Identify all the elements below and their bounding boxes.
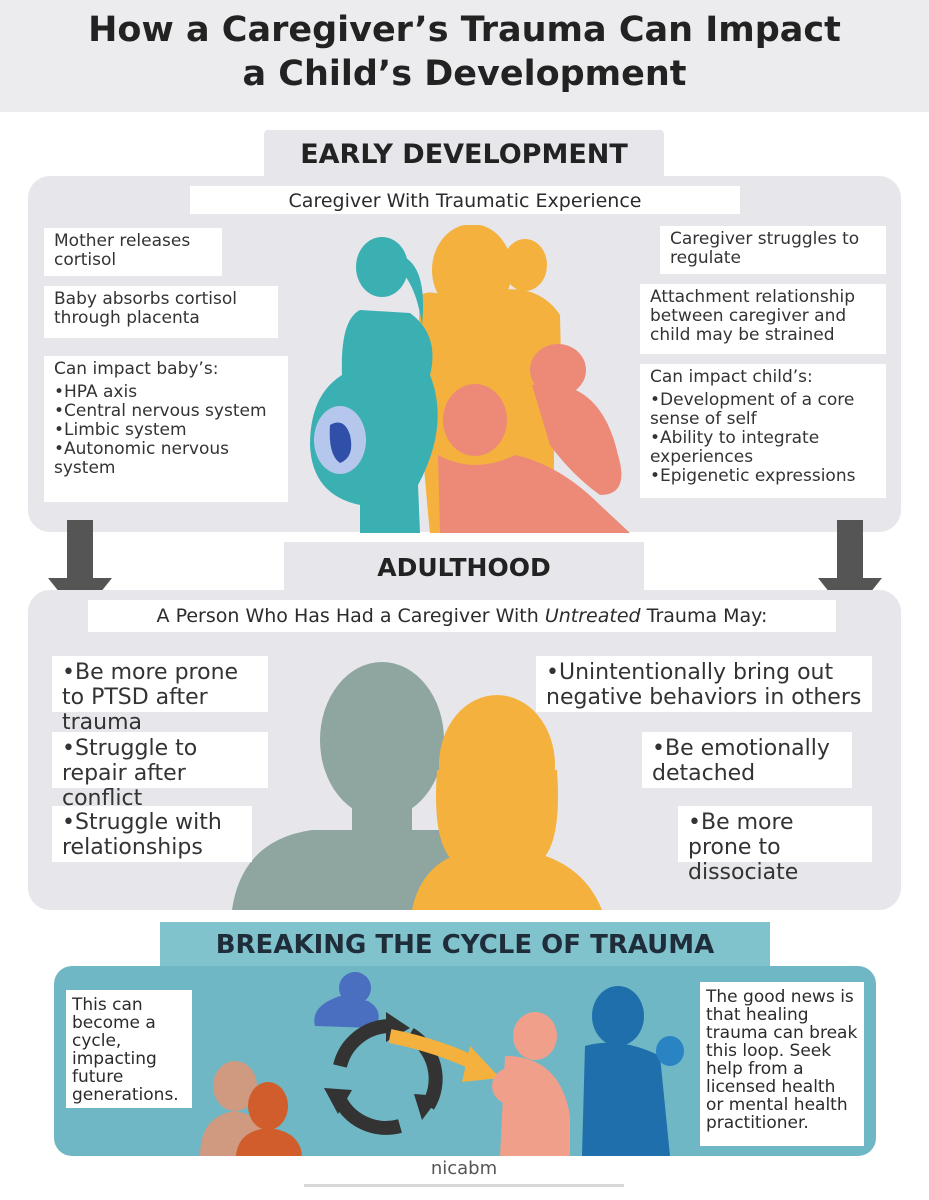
copyright-fine-print (264, 1182, 664, 1192)
baby-crawling-silhouette (314, 972, 379, 1028)
list-item: •Development of a core sense of self (650, 390, 855, 429)
adulthood-subheading-pre: A Person Who Has Had a Caregiver With (156, 605, 545, 627)
adult-right-box-2: •Be emotionally detached (642, 732, 852, 788)
title-line-1: How a Caregiver’s Trauma Can Impact (88, 10, 841, 50)
orange-woman-adult-silhouette (412, 695, 602, 910)
list-item: •Limbic system (54, 420, 187, 440)
early-left-box-3-title: Can impact baby’s: (54, 359, 219, 379)
fine-print-graphic (304, 1184, 624, 1187)
list-item: •Autonomic nervous system (54, 439, 230, 478)
early-left-box-1: Mother releases cortisol (44, 228, 222, 276)
list-item: •Epigenetic expressions (650, 466, 856, 486)
adulthood-subheading-em: Untreated (544, 605, 641, 627)
adulthood-subheading: A Person Who Has Had a Caregiver With Un… (88, 600, 836, 632)
caregiver-silhouettes-illustration (310, 225, 630, 533)
adult-silhouettes-illustration (232, 662, 602, 910)
early-subheading: Caregiver With Traumatic Experience (190, 186, 740, 214)
adult-right-box-3: •Be more prone to dissociate (678, 806, 872, 885)
early-right-box-3-title: Can impact child’s: (650, 367, 813, 387)
salmon-parent-child-silhouette (492, 1012, 570, 1156)
nicabm-logo: nicabm (430, 1158, 498, 1179)
salmon-man-with-child-silhouette (438, 344, 630, 533)
pregnant-woman-silhouette (310, 237, 438, 533)
early-right-box-3: Can impact child’s: •Development of a co… (640, 364, 886, 498)
breaking-cycle-heading: BREAKING THE CYCLE OF TRAUMA (160, 922, 770, 968)
title-line-2: a Child’s Development (242, 54, 687, 94)
early-right-list: •Development of a core sense of self •Ab… (650, 391, 876, 486)
list-item: •Central nervous system (54, 401, 267, 421)
brown-family-silhouette (200, 1061, 302, 1156)
cycle-left-text: This can become a cycle, impacting futur… (66, 990, 192, 1108)
early-development-heading: EARLY DEVELOPMENT (264, 130, 664, 178)
page-title: How a Caregiver’s Trauma Can Impact a Ch… (0, 8, 929, 96)
early-left-box-2: Baby absorbs cortisol through placenta (44, 286, 278, 338)
cycle-right-text: The good news is that healing trauma can… (700, 982, 864, 1146)
title-bar: How a Caregiver’s Trauma Can Impact a Ch… (0, 0, 929, 112)
early-left-list: •HPA axis •Central nervous system •Limbi… (54, 383, 278, 478)
blue-parent-with-baby-silhouette (582, 986, 684, 1156)
list-item: •Ability to integrate experiences (650, 428, 820, 467)
yellow-arrow-icon (388, 1029, 500, 1082)
cycle-illustration (200, 972, 684, 1156)
early-right-box-1: Caregiver struggles to regulate (660, 226, 886, 274)
adult-left-box-2: •Struggle to repair after conflict (52, 732, 268, 811)
early-left-box-3: Can impact baby’s: •HPA axis •Central ne… (44, 356, 288, 502)
adult-left-box-3: •Struggle with relationships (52, 806, 252, 862)
adult-right-box-1: •Unintentionally bring out negative beha… (536, 656, 872, 712)
adulthood-heading: ADULTHOOD (284, 542, 644, 592)
early-right-box-2: Attachment relationship between caregive… (640, 284, 886, 354)
adult-left-box-1: •Be more prone to PTSD after trauma (52, 656, 268, 735)
adulthood-subheading-post: Trauma May: (640, 605, 768, 627)
list-item: •HPA axis (54, 382, 138, 402)
